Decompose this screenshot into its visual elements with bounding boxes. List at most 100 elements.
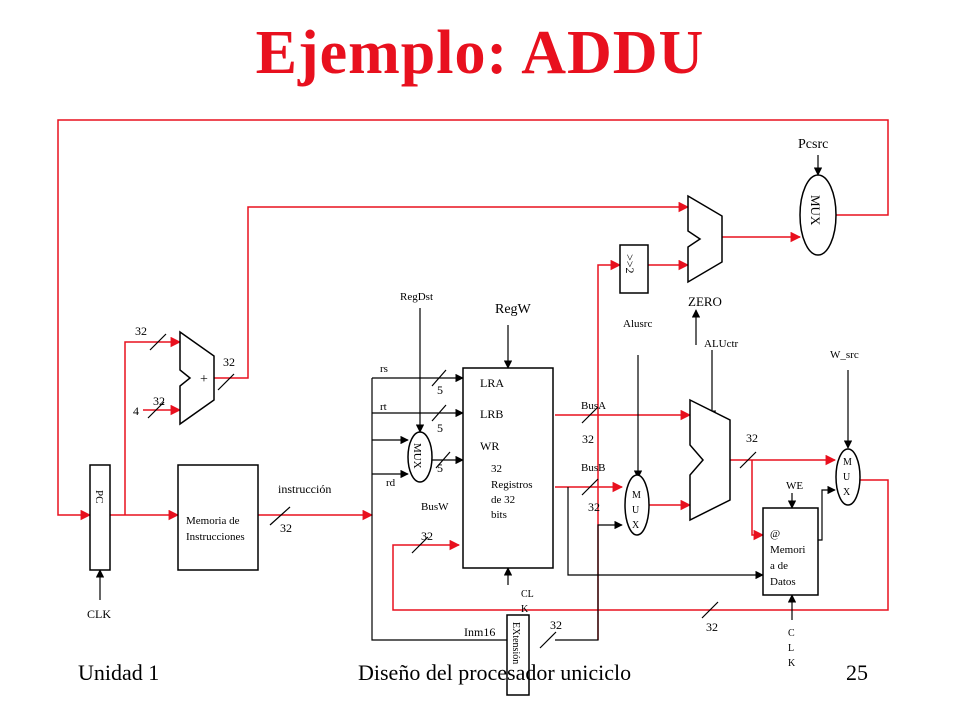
wire-dmem-to-wsrc bbox=[818, 485, 836, 541]
imem-label-line1: Memoria de bbox=[186, 515, 240, 527]
busa-label: BusA bbox=[581, 400, 606, 412]
wire-writeback bbox=[392, 479, 889, 611]
regdst-label: RegDst bbox=[400, 291, 433, 303]
busw-label: BusW bbox=[421, 501, 449, 513]
wire-alu-to-dmem bbox=[751, 460, 765, 541]
regfile-label-line3: de 32 bbox=[491, 494, 515, 506]
clk-mem-line2: L bbox=[788, 643, 794, 654]
width-label: 32 bbox=[135, 324, 147, 338]
width-label: 32 bbox=[706, 620, 718, 634]
width-label: 32 bbox=[588, 500, 600, 514]
we-label: WE bbox=[786, 480, 803, 492]
dmem-label-line2: Memori bbox=[770, 544, 805, 556]
dmem-label-line1: @ bbox=[770, 528, 780, 540]
regfile-label-line2: Registros bbox=[491, 479, 533, 491]
regfile-label-line1: 32 bbox=[491, 463, 502, 475]
lra-label: LRA bbox=[480, 376, 504, 390]
clk-reg-line2: K bbox=[521, 604, 529, 615]
imem-label-line2: Instrucciones bbox=[186, 531, 245, 543]
regfile-label-line4: bits bbox=[491, 509, 507, 521]
slash-32-ext bbox=[539, 631, 557, 649]
wire-ext-to-alumux bbox=[555, 520, 623, 641]
pc-label: PC bbox=[93, 490, 105, 503]
clk-reg-line1: CL bbox=[521, 589, 534, 600]
width-label: 32 bbox=[746, 431, 758, 445]
black-wires bbox=[95, 155, 853, 649]
branch-adder bbox=[687, 194, 723, 284]
clk-pc-label: CLK bbox=[87, 607, 111, 621]
data-memory bbox=[762, 507, 819, 596]
regw-label: RegW bbox=[495, 302, 532, 317]
slash-32-instr bbox=[269, 506, 291, 526]
extension-label: EXtensión bbox=[510, 622, 521, 664]
zero-label: ZERO bbox=[688, 294, 722, 309]
alusrc-mux bbox=[624, 474, 650, 536]
wsrc-mux-letter-m: M bbox=[843, 457, 852, 468]
alusrc-mux-letter-x: X bbox=[632, 520, 640, 531]
slash-32-busa bbox=[581, 406, 599, 424]
regdst-mux bbox=[407, 431, 433, 483]
pcsrc-label: Pcsrc bbox=[798, 137, 828, 152]
wsrc-label: W_src bbox=[830, 349, 859, 361]
width-label: 5 bbox=[437, 383, 443, 397]
wire-ext-to-shift bbox=[597, 259, 622, 640]
wr-label: WR bbox=[480, 439, 499, 453]
adder-plus-label: + bbox=[200, 372, 208, 387]
slash-32-busb bbox=[581, 478, 599, 496]
dmem-label-line3: a de bbox=[770, 560, 788, 572]
slash-5-wr bbox=[435, 451, 451, 469]
width-label: 32 bbox=[280, 521, 292, 535]
alu bbox=[689, 398, 731, 522]
footer-unit: Unidad 1 bbox=[78, 660, 160, 685]
alusrc-mux-letter-m: M bbox=[632, 490, 641, 501]
wire-pc-to-adder bbox=[124, 336, 182, 515]
wsrc-mux bbox=[835, 448, 861, 506]
pcsrc-mux-label: MUX bbox=[808, 195, 823, 226]
inm16-label: Inm16 bbox=[464, 625, 495, 639]
rt-label: rt bbox=[380, 401, 387, 413]
slash-32-four bbox=[147, 401, 165, 419]
width-label: 32 bbox=[550, 618, 562, 632]
width-label: 32 bbox=[582, 432, 594, 446]
width-label: 32 bbox=[153, 394, 165, 408]
slash-32-writeback bbox=[701, 601, 719, 619]
slash-32-pc-adder bbox=[149, 333, 167, 351]
width-label: 5 bbox=[437, 421, 443, 435]
alusrc-label: Alusrc bbox=[623, 318, 652, 330]
labels: PC CLK + 4 32 32 32 Memoria de Instrucci… bbox=[87, 137, 859, 669]
wsrc-mux-letter-u: U bbox=[843, 472, 851, 483]
wire-pc-feedback bbox=[57, 119, 889, 521]
instruction-label: instrucción bbox=[278, 482, 331, 496]
pc-adder bbox=[179, 330, 215, 426]
width-label: 32 bbox=[223, 355, 235, 369]
sign-extension bbox=[506, 614, 530, 696]
dmem-label-line4: Datos bbox=[770, 576, 796, 588]
footer-course-title: Diseño del procesador uniciclo bbox=[358, 660, 632, 685]
slash-32-busw bbox=[411, 536, 429, 554]
rd-label: rd bbox=[386, 477, 396, 489]
slide-title: Ejemplo: ADDU bbox=[255, 19, 705, 87]
shift-left-2 bbox=[619, 244, 649, 294]
wire-instr-split bbox=[371, 378, 507, 641]
rs-label: rs bbox=[380, 363, 388, 375]
register-file bbox=[462, 367, 554, 569]
slash-32-adder-out bbox=[217, 373, 235, 391]
wsrc-mux-letter-x: X bbox=[843, 487, 851, 498]
wire-adder-to-branch bbox=[214, 201, 690, 379]
clk-mem-line3: K bbox=[788, 658, 796, 669]
instruction-memory bbox=[177, 464, 259, 571]
slash-5-rt bbox=[431, 404, 447, 422]
shift-label: >>2 bbox=[623, 254, 637, 274]
pcsrc-mux bbox=[799, 174, 837, 256]
red-wires bbox=[57, 119, 889, 640]
lrb-label: LRB bbox=[480, 407, 503, 421]
slash-32-alu bbox=[739, 451, 757, 469]
alusrc-mux-letter-u: U bbox=[632, 505, 640, 516]
busb-label: BusB bbox=[581, 462, 605, 474]
width-label: 5 bbox=[437, 461, 443, 475]
const-four-label: 4 bbox=[133, 404, 139, 418]
components bbox=[89, 174, 861, 696]
pc-register bbox=[89, 464, 111, 571]
